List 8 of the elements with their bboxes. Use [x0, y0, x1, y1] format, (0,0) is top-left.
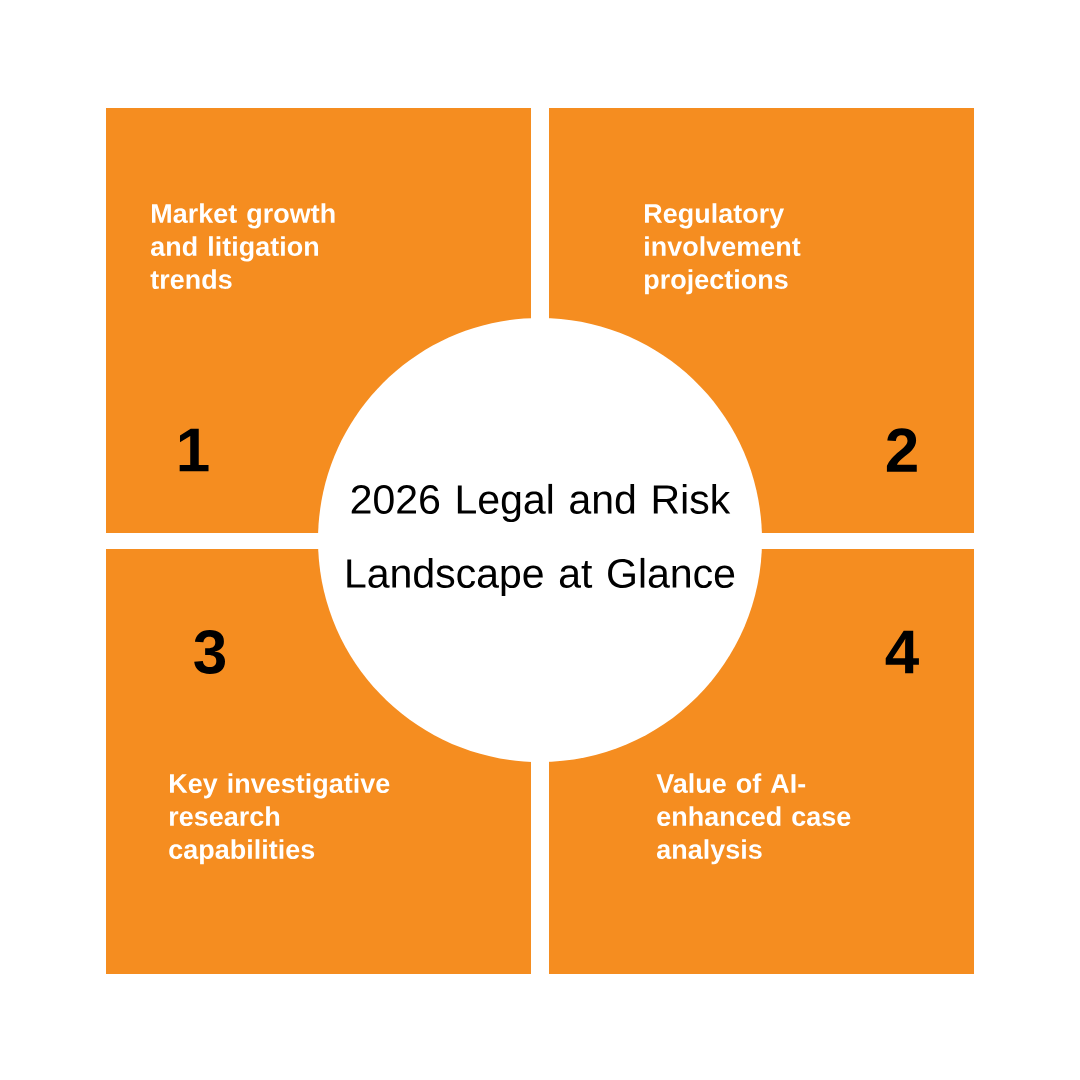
heading-text: Value of AI-enhanced case analysis	[656, 773, 851, 865]
step-number: 2	[886, 428, 917, 472]
step-number: 4	[885, 630, 919, 674]
heading-text: Key investigative research capabilities	[169, 773, 390, 865]
heading-text: Market growth and litigation trends	[150, 203, 335, 290]
heading-text: Regulatory involvement projections	[645, 203, 801, 295]
step-number: 1	[179, 428, 209, 472]
step-number: 3	[194, 630, 225, 674]
